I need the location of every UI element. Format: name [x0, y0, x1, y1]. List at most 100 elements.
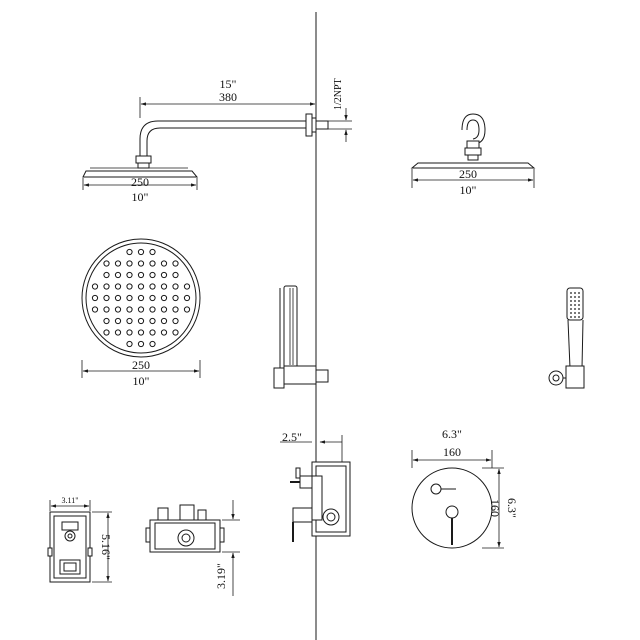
nozzle	[114, 283, 122, 290]
nozzle	[126, 260, 133, 267]
plate-head-dimension: 250 10"	[81, 358, 201, 388]
nozzle	[114, 317, 122, 325]
nozzle	[160, 317, 168, 325]
nozzle	[172, 294, 179, 302]
nozzle	[183, 306, 191, 313]
nozzle	[160, 260, 168, 267]
plate-head-mm: 250	[132, 358, 150, 372]
handheld-front-view	[548, 287, 585, 389]
box-depth-inch: 3.19"	[214, 563, 228, 589]
pipe-thread-dimension: 1/2NPT	[326, 78, 352, 142]
spray-hole	[574, 308, 576, 310]
nozzle	[149, 271, 156, 279]
box-depth-dimension: 3.19"	[214, 500, 240, 596]
hand-shower-body	[283, 285, 298, 369]
spray-hole	[578, 292, 580, 294]
nozzle	[137, 317, 145, 325]
nozzle	[149, 317, 156, 325]
side-head-inch: 10"	[132, 190, 149, 204]
trim-width-dimension: 6.3" 160	[411, 427, 493, 468]
valve-side-view	[290, 461, 351, 542]
nozzle	[126, 329, 133, 336]
nozzle	[160, 283, 168, 290]
rough-in-box-side	[145, 504, 225, 553]
nozzle	[160, 329, 168, 336]
lower-handle	[292, 507, 313, 523]
nozzle	[114, 260, 122, 267]
trim-height-mm: 160	[488, 499, 502, 517]
nozzle	[126, 248, 133, 256]
spray-hole	[574, 296, 576, 298]
nozzle	[126, 306, 133, 313]
front-head-dimension: 250 10"	[411, 167, 535, 197]
nozzle	[126, 340, 133, 348]
nozzle	[137, 294, 145, 302]
nozzle	[172, 329, 179, 336]
nozzle	[160, 294, 168, 302]
nozzle	[149, 260, 156, 267]
front-view-shower-head	[410, 113, 536, 169]
nozzle	[103, 329, 110, 336]
box-width-dimension: 3.11"	[49, 496, 91, 511]
nozzle	[172, 271, 179, 279]
valve-depth-inch: 2.5"	[282, 430, 302, 444]
nozzle	[160, 306, 168, 313]
nozzle	[103, 283, 110, 290]
front-head-profile	[410, 162, 536, 169]
spray-hole	[578, 304, 580, 306]
pipe-stub	[315, 120, 329, 130]
spray-hole	[570, 300, 572, 302]
side-view-shower-head	[82, 113, 329, 178]
rough-in-box-front	[47, 511, 93, 583]
nozzle	[172, 317, 179, 325]
side-head-dimension: 250 10"	[82, 175, 198, 204]
arm-length-mm: 380	[219, 90, 237, 104]
nozzle	[137, 271, 145, 279]
nozzle	[103, 271, 110, 279]
spray-hole	[578, 300, 580, 302]
spray-holes	[570, 292, 580, 318]
spray-hole	[574, 316, 576, 318]
spray-hole	[574, 312, 576, 314]
box-width-inch: 3.11"	[62, 496, 79, 505]
nozzle	[137, 306, 145, 313]
handheld-side-view	[273, 285, 329, 389]
nozzle	[183, 283, 191, 290]
front-head-mm: 250	[459, 167, 477, 181]
spray-hole	[578, 316, 580, 318]
spray-hole	[570, 316, 572, 318]
nozzle	[149, 294, 156, 302]
nozzle-grid	[91, 248, 191, 348]
trim-height-inch: 6.3"	[505, 498, 519, 518]
valve-trim-front	[411, 467, 493, 549]
nozzle	[137, 329, 145, 336]
nozzle	[149, 329, 156, 336]
head-profile	[82, 170, 199, 178]
trim-width-mm: 160	[443, 445, 461, 459]
nozzle	[91, 294, 99, 302]
nozzle	[172, 283, 179, 290]
nozzle	[91, 306, 99, 313]
hand-shower-head-face	[566, 287, 584, 321]
nozzle	[114, 329, 122, 336]
nozzle	[160, 271, 168, 279]
nozzle	[137, 340, 145, 348]
spray-hole	[574, 304, 576, 306]
spray-hole	[578, 296, 580, 298]
nozzle	[126, 271, 133, 279]
diverter-knob	[430, 483, 442, 495]
arm-length-inch: 15"	[220, 77, 237, 91]
nozzle	[149, 340, 156, 348]
spray-hole	[574, 292, 576, 294]
nozzle	[149, 248, 156, 256]
spray-hole	[578, 308, 580, 310]
trim-plate	[311, 475, 323, 521]
side-head-mm: 250	[131, 175, 149, 189]
nozzle	[103, 306, 110, 313]
nozzle	[114, 271, 122, 279]
nozzle	[172, 260, 179, 267]
nozzle	[149, 283, 156, 290]
spray-hole	[574, 300, 576, 302]
nozzle	[114, 306, 122, 313]
